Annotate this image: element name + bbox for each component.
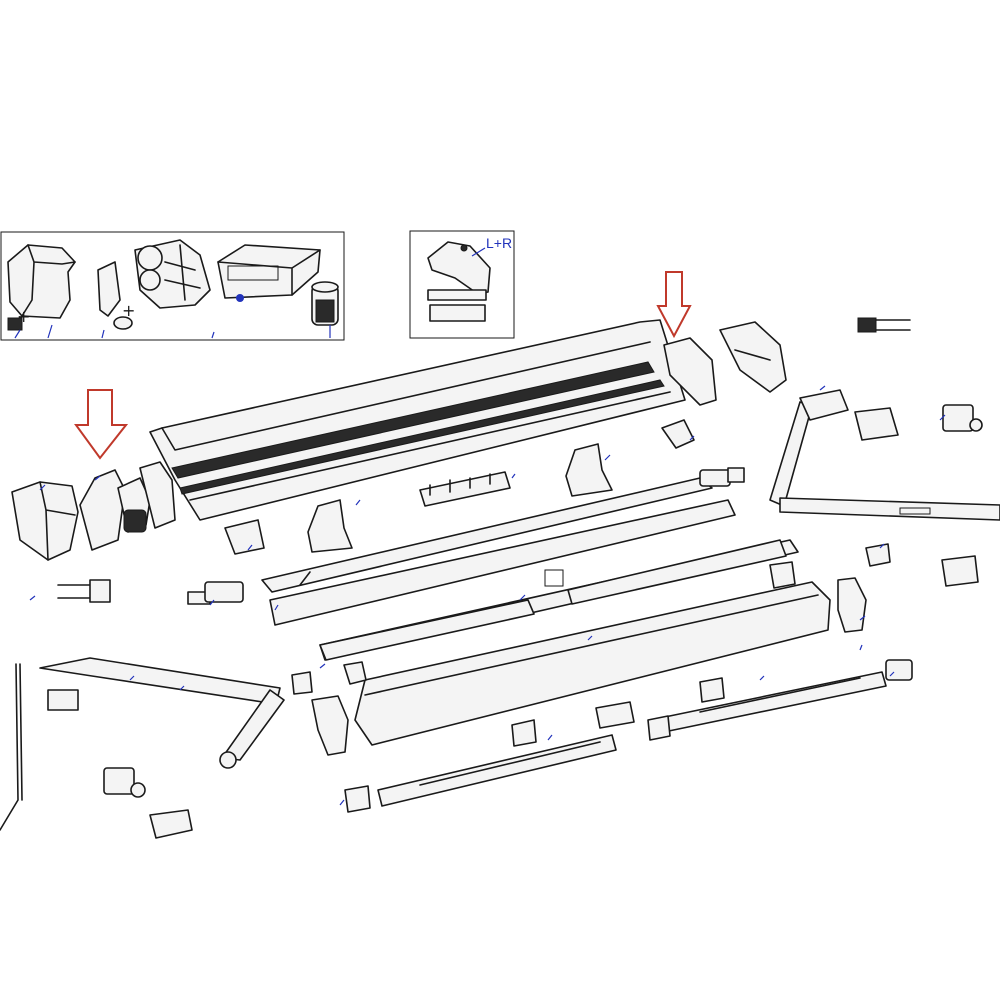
terminal-connector-right[interactable] <box>857 317 911 333</box>
left-end-cap-cluster[interactable] <box>11 461 176 561</box>
slider-clip-left[interactable] <box>149 809 193 839</box>
arm-bracket-right[interactable] <box>854 407 899 441</box>
mounting-clip-b[interactable] <box>565 443 613 497</box>
slider-clip-right-1[interactable] <box>865 543 891 567</box>
motor-gear-part[interactable] <box>134 239 211 309</box>
rail-clip-c[interactable] <box>699 677 725 703</box>
rail-clip-d[interactable] <box>769 561 796 589</box>
bottom-rail-left[interactable] <box>344 734 617 813</box>
mounting-clip-c[interactable] <box>307 499 353 553</box>
control-box-part[interactable] <box>217 244 321 302</box>
profile-bar-middle[interactable] <box>319 539 799 661</box>
wall-bracket-right[interactable] <box>942 404 983 432</box>
roller-tube[interactable] <box>261 467 745 626</box>
inset-box-caps: L+R <box>409 230 515 339</box>
terminal-connector-left[interactable] <box>57 579 111 603</box>
right-end-cap-cluster[interactable] <box>661 321 787 449</box>
lower-clip-a[interactable] <box>291 671 313 695</box>
mounting-clip-d[interactable] <box>224 519 265 555</box>
down-arrow-left-icon <box>74 389 129 460</box>
rail-clip-a[interactable] <box>511 719 537 747</box>
lower-end-cap[interactable] <box>311 695 349 756</box>
bracket-plate-part[interactable] <box>97 261 133 330</box>
slider-clip-right-2[interactable] <box>941 555 979 587</box>
inset-box-accessories: + + <box>0 231 345 341</box>
crank-rod[interactable] <box>0 663 23 831</box>
bottom-rail-right[interactable] <box>647 659 913 741</box>
plus-sign-2: + <box>122 301 135 320</box>
lead-bar-front[interactable] <box>354 577 867 746</box>
end-plug-left[interactable] <box>187 581 244 605</box>
arm-upper-right[interactable] <box>769 389 1000 521</box>
plus-sign-1: + <box>17 307 30 326</box>
left-right-label: L+R <box>486 235 512 251</box>
arm-lower-left[interactable] <box>39 657 285 769</box>
lower-clip-b[interactable] <box>343 661 367 685</box>
rail-clip-b[interactable] <box>595 701 635 729</box>
connector-plug-part[interactable] <box>311 281 339 326</box>
callout-marks <box>29 385 946 806</box>
wall-bracket-left[interactable] <box>103 767 146 798</box>
end-cap-part[interactable] <box>7 244 76 331</box>
cassette-top-profile[interactable] <box>149 319 686 521</box>
mounting-clip-a[interactable] <box>419 471 511 507</box>
down-arrow-right-icon <box>656 271 692 339</box>
